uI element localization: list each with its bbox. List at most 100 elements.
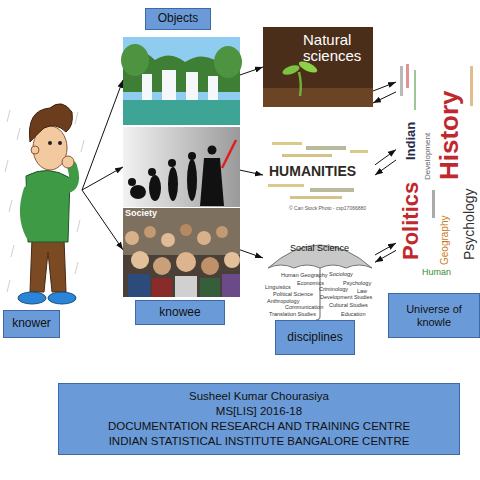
node-text: Sociology — [329, 271, 353, 277]
crowd-head — [176, 252, 196, 272]
sprout-leaf — [281, 63, 301, 77]
disciplines-group: disciplines Natural sciencesHUMANITIES © C… — [263, 27, 375, 355]
rain-streak — [75, 262, 78, 274]
node-text: Objects — [158, 11, 199, 27]
silhouette-head — [168, 159, 176, 167]
rain-streak — [7, 280, 10, 292]
connector-arrow — [240, 67, 263, 75]
node-text: Geography — [440, 216, 450, 265]
crowd-head — [216, 226, 228, 238]
crowd-shirt — [128, 274, 150, 297]
crowd-shirt — [152, 278, 172, 297]
node-text: disciplines — [275, 320, 355, 355]
crowd-head — [201, 257, 219, 275]
crowd-shirt — [222, 274, 240, 297]
connector-arrow — [82, 80, 123, 190]
figure-shoe — [18, 292, 46, 304]
umbrella-background — [263, 235, 375, 320]
soil-image — [263, 27, 373, 107]
word-mark — [306, 146, 346, 150]
silhouette-body — [187, 159, 197, 201]
image-panel: Natural sciences — [263, 27, 373, 107]
silhouette-head — [128, 178, 136, 186]
water — [123, 100, 240, 125]
knower-figure — [5, 104, 84, 304]
node-text: Human — [422, 268, 451, 278]
node-text: Social Science — [290, 244, 349, 254]
word-mark — [272, 142, 302, 145]
rain-streak — [9, 200, 12, 212]
silhouette-head — [148, 168, 156, 176]
node-text: Indian — [404, 122, 417, 160]
node-text: MS[LIS] 2016-18 — [216, 404, 302, 419]
crowd-head — [161, 233, 175, 247]
word-cloud-image — [396, 60, 480, 282]
figure-arm — [24, 190, 30, 235]
word-mark — [414, 70, 416, 110]
node-text: History — [436, 90, 462, 180]
silhouette-head — [188, 152, 196, 160]
connector-arrow — [375, 250, 396, 262]
evolution-image — [123, 127, 240, 207]
node-text: Development — [424, 133, 432, 180]
figure-shoe — [48, 292, 76, 304]
evolution-background — [123, 127, 240, 207]
node-text: Economics — [297, 280, 324, 286]
crowd-background — [123, 208, 240, 297]
node-text: HUMANITIES — [269, 164, 356, 179]
node-text: Development Studies — [320, 294, 372, 300]
soil — [263, 88, 373, 107]
silhouette-head — [208, 146, 217, 155]
word-cloud-background — [396, 60, 480, 282]
silhouette-body — [149, 175, 161, 201]
node-text: Human Geography — [281, 272, 327, 278]
node-text: Cultural Studies — [329, 302, 368, 308]
node-text: © Can Stock Photo - csp17066880 — [289, 206, 366, 212]
falls — [142, 74, 152, 100]
image-panel: Social ScienceHuman GeographyEconomics So… — [263, 235, 375, 320]
crowd-shirt — [175, 276, 197, 297]
rain-streak — [5, 160, 8, 172]
silhouettes — [128, 146, 224, 207]
label-box: Objects — [145, 8, 211, 30]
connector-arrow — [375, 243, 396, 255]
node-text: Psychology — [343, 280, 371, 286]
word-mark — [290, 196, 342, 199]
word-mark — [400, 66, 403, 96]
word-mark — [470, 66, 473, 106]
word-mark — [406, 64, 409, 88]
rain-streak — [77, 220, 80, 232]
umbrella-canopy — [268, 245, 372, 268]
falls — [162, 70, 176, 100]
waterfall-image — [121, 37, 242, 125]
node-text: INDIAN STATISTICAL INSTITUTE BANGALORE C… — [109, 434, 410, 449]
node-text: Political Science — [273, 291, 313, 297]
node-text: Law — [357, 288, 367, 294]
crowd-head — [197, 231, 211, 245]
knowee-group: knoweeSociety — [123, 37, 240, 327]
node-text: Universe of knowle — [388, 293, 480, 338]
knower-group: knower — [2, 95, 82, 340]
node-text: Communication — [285, 304, 323, 310]
connector-arrow — [373, 92, 396, 103]
node-text: Natural sciences — [303, 32, 371, 64]
image-panel: HUMANITIES © Can Stock Photo - csp1706688… — [263, 130, 375, 215]
crowd-head — [144, 226, 156, 238]
crowd-head — [180, 224, 192, 236]
rain-streaks — [5, 110, 84, 292]
connector-arrow — [240, 250, 263, 258]
figure-hand — [62, 156, 74, 168]
node-text: Anthropology — [267, 298, 299, 304]
node-text: Translation Studies — [269, 311, 316, 317]
connector-arrow — [82, 167, 123, 190]
word-mark — [310, 188, 354, 192]
silhouette-body — [168, 167, 178, 201]
connector-arrow — [375, 160, 396, 175]
connector-arrow — [373, 82, 396, 91]
rain-streak — [75, 112, 78, 124]
crowd-head — [131, 251, 149, 269]
universe-group: Universe of knowleHistoryPsychologyPolit… — [396, 60, 480, 340]
image-panel: Society — [123, 208, 240, 297]
figure-arm — [58, 166, 74, 189]
